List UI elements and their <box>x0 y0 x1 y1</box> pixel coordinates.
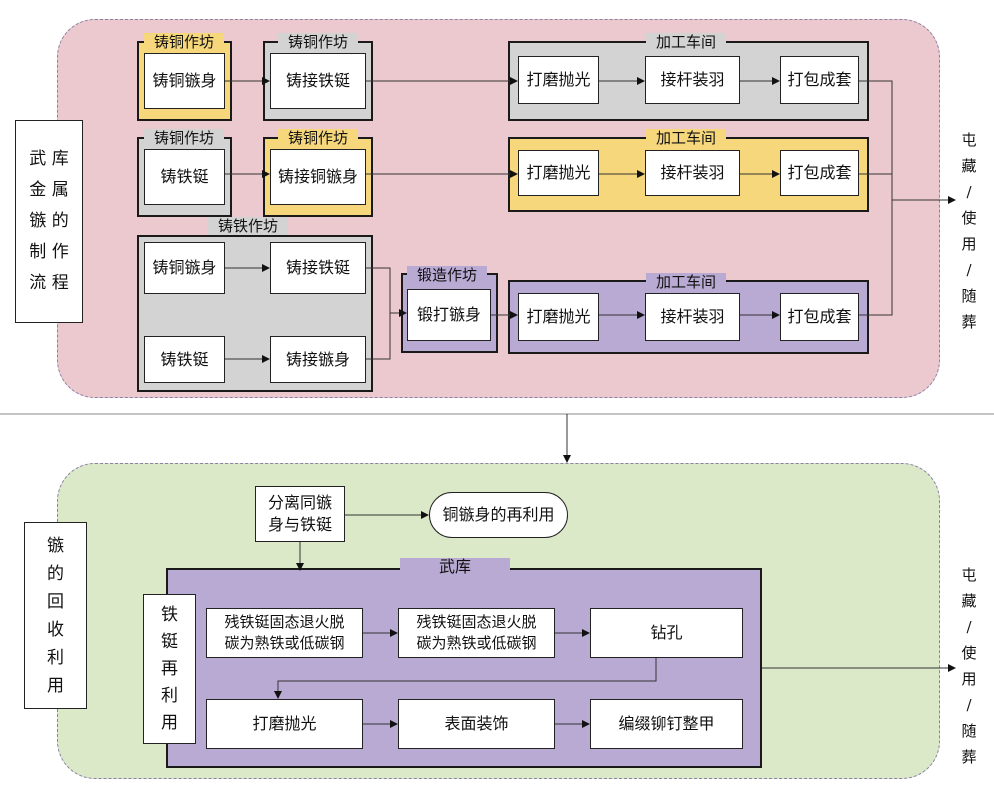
box-line: 残铁铤固态退火脱 <box>224 613 345 631</box>
label-line: 镞 <box>47 535 64 556</box>
box-armor: 编缀铆钉整甲 <box>590 699 743 749</box>
label-line: 利 <box>47 647 64 668</box>
box-cast-copper-head-2: 铸接铜镞身 <box>270 149 366 205</box>
box-cast-copper-head-3: 铸铜镞身 <box>144 242 225 294</box>
label-line: 用 <box>47 675 64 696</box>
outcome-char: 用 <box>961 235 977 253</box>
label-line: 镞 的 <box>29 211 69 231</box>
box-copper-reuse: 铜镞身的再利用 <box>429 492 568 538</box>
label-line: 回 <box>47 591 64 612</box>
outcome-char: / <box>966 618 972 636</box>
box-line: 身与铁铤 <box>267 515 332 534</box>
outcome-label-top: 屯 藏 / 使 用 / 随 葬 <box>958 127 980 335</box>
workshop-tab: 铸铜作坊 <box>144 33 224 51</box>
workshop-tab: 加工车间 <box>646 129 726 147</box>
label-line: 武 库 <box>29 149 69 169</box>
box-fletching: 接杆装羽 <box>645 293 740 341</box>
box-cast-iron-tang: 铸接铁铤 <box>270 53 366 109</box>
outcome-char: / <box>966 696 972 714</box>
workshop-tab: 铸铜作坊 <box>144 129 224 147</box>
box-cast-iron-tang-4: 铸铁铤 <box>144 336 225 383</box>
box-separate: 分离同镞 身与铁铤 <box>255 486 345 542</box>
outcome-label-bottom: 屯 藏 / 使 用 / 随 葬 <box>958 562 980 770</box>
box-fletching: 接杆装羽 <box>645 150 740 196</box>
workshop-tab: 加工车间 <box>646 273 726 291</box>
box-forge-head: 锻打镞身 <box>407 289 491 341</box>
label-line: 收 <box>47 619 64 640</box>
box-line: 碳为熟铁或低碳钢 <box>224 634 345 652</box>
box-package: 打包成套 <box>780 293 859 341</box>
box-decorate: 表面装饰 <box>398 699 555 749</box>
outcome-char: / <box>966 261 972 279</box>
label-line: 流 程 <box>29 273 69 293</box>
outcome-char: 藏 <box>961 157 977 175</box>
workshop-tab: 加工车间 <box>646 33 726 51</box>
outcome-char: 藏 <box>961 592 977 610</box>
production-side-label: 武 库 金 属 镞 的 制 作 流 程 <box>15 120 83 323</box>
outcome-char: 用 <box>961 670 977 688</box>
iron-reuse-label: 铁 铤 再 利 用 <box>143 594 196 744</box>
box-cast-iron-tang-2: 铸铁铤 <box>144 149 225 205</box>
outcome-char: 葬 <box>961 313 977 331</box>
outcome-char: 使 <box>961 644 977 662</box>
label-line: 再 <box>161 658 178 679</box>
workshop-tab: 铸铜作坊 <box>278 129 358 147</box>
workshop-tab: 锻造作坊 <box>407 266 487 284</box>
workshop-tab: 铸铜作坊 <box>278 33 358 51</box>
box-line: 分离同镞 <box>267 493 332 513</box>
outcome-char: 使 <box>961 209 977 227</box>
box-polish-bottom: 打磨抛光 <box>206 699 363 749</box>
outcome-char: 随 <box>961 722 977 740</box>
label-line: 金 属 <box>29 180 69 200</box>
label-line: 的 <box>47 563 64 584</box>
label-line: 用 <box>161 712 178 733</box>
workshop-tab: 铸铁作坊 <box>208 217 288 235</box>
box-fletching: 接杆装羽 <box>645 56 740 104</box>
box-line: 碳为熟铁或低碳钢 <box>416 634 537 652</box>
outcome-char: / <box>966 183 972 201</box>
outcome-char: 屯 <box>961 566 977 584</box>
label-line: 制 作 <box>29 242 69 262</box>
label-line: 利 <box>161 685 178 706</box>
label-line: 铁 <box>161 604 178 625</box>
box-cast-copper-head: 铸铜镞身 <box>144 53 225 109</box>
box-package: 打包成套 <box>780 56 859 104</box>
recycling-side-label: 镞 的 回 收 利 用 <box>24 522 87 709</box>
outcome-char: 葬 <box>961 748 977 766</box>
box-line: 残铁铤固态退火脱 <box>416 613 537 631</box>
box-package: 打包成套 <box>780 150 859 196</box>
box-polish: 打磨抛光 <box>518 56 599 104</box>
box-anneal-1: 残铁铤固态退火脱 碳为熟铁或低碳钢 <box>206 608 363 658</box>
box-cast-head: 铸接镞身 <box>270 336 366 383</box>
box-polish: 打磨抛光 <box>518 293 599 341</box>
outcome-char: 随 <box>961 287 977 305</box>
box-anneal-2: 残铁铤固态退火脱 碳为熟铁或低碳钢 <box>398 608 555 658</box>
box-drill: 钻孔 <box>590 608 743 658</box>
box-polish: 打磨抛光 <box>518 150 599 196</box>
arsenal-tab: 武库 <box>400 558 510 576</box>
label-line: 铤 <box>161 631 178 652</box>
box-cast-iron-tang-3: 铸接铁铤 <box>270 242 366 294</box>
outcome-char: 屯 <box>961 131 977 149</box>
